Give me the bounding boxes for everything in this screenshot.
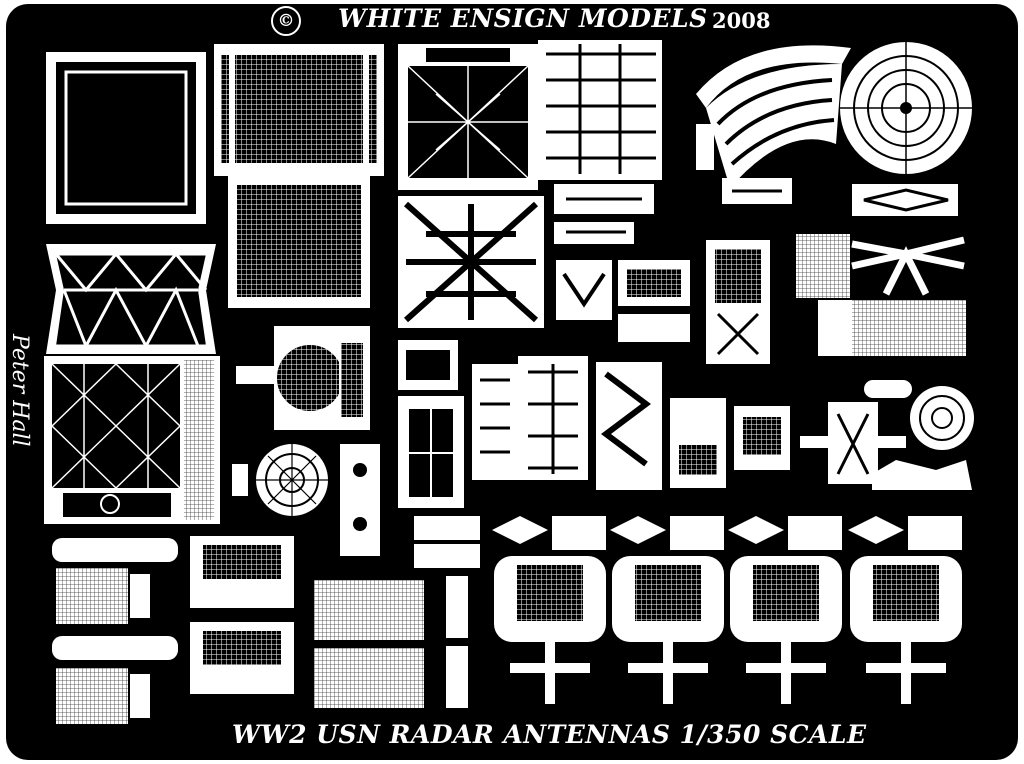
small-hook-parts — [340, 444, 380, 556]
grid-antenna-small — [706, 240, 770, 364]
dish-support-parts — [722, 178, 958, 216]
grid-panel-lower — [228, 176, 370, 308]
photo-etch-fret: © WHITE ENSIGN MODELS 2008 Peter Hall WW… — [6, 4, 1018, 760]
square-frame-part — [46, 52, 206, 224]
diagonal-bracing-panel — [44, 356, 220, 524]
sk-radar-antenna-3 — [728, 516, 842, 704]
tall-frame-parts — [398, 340, 464, 508]
maker-title: WHITE ENSIGN MODELS — [338, 4, 708, 33]
radar-dish-large — [840, 42, 972, 174]
year-label: 2008 — [712, 8, 771, 33]
z-bracket-parts — [596, 362, 790, 490]
mesh-block-parts — [796, 234, 966, 356]
mesh-radar-frames — [190, 536, 294, 694]
small-fitting-parts — [554, 184, 654, 244]
window-grid-part — [538, 40, 662, 180]
truss-panel — [46, 244, 216, 354]
sk-radar-antenna-4 — [848, 516, 962, 704]
sk-radar-antenna-2 — [610, 516, 724, 704]
copyright-symbol: © — [271, 6, 301, 36]
bracket-parts — [556, 260, 690, 342]
curved-array-parts — [696, 45, 851, 188]
ladder-grid-parts — [314, 516, 480, 708]
ladder-frame-parts — [472, 356, 588, 480]
cross-antenna-part — [800, 380, 974, 490]
radar-dish-small — [232, 444, 328, 516]
sk-radar-antenna-1 — [492, 516, 606, 704]
lower-left-antenna-parts — [52, 538, 178, 724]
cross-frame-part — [398, 44, 538, 190]
etched-parts — [44, 40, 974, 724]
circular-grid-antenna — [236, 326, 370, 430]
grid-panel-upper — [214, 44, 384, 176]
fret-footer-title: WW2 USN RADAR ANTENNAS 1/350 SCALE — [232, 720, 867, 749]
star-frame-part — [398, 196, 544, 328]
